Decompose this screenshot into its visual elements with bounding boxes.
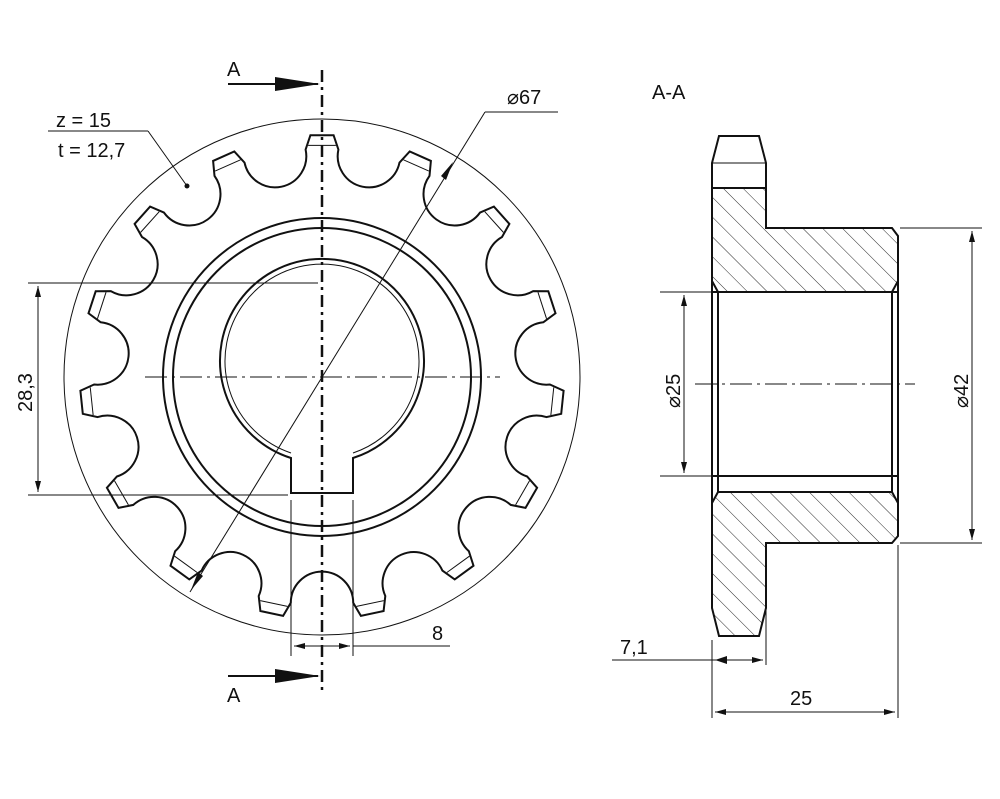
- section-label-bottom: A: [227, 685, 241, 707]
- tooth-tip-line: [446, 555, 470, 573]
- tooth-tip-line: [403, 159, 430, 172]
- outer-diameter-label: ⌀67: [507, 87, 541, 109]
- tooth-tip-line: [89, 387, 94, 416]
- tooth-tip-line: [260, 600, 288, 607]
- section-bore: [711, 281, 899, 503]
- flange-width-label: 7,1: [620, 637, 648, 659]
- section-upper-material: [711, 187, 899, 293]
- tooth-tip-line: [550, 387, 555, 416]
- sprocket-teeth-outline: [79, 134, 565, 618]
- bore-with-keyway: [219, 257, 425, 494]
- tooth-tips: [89, 144, 555, 607]
- keyway-width-label: 8: [432, 623, 443, 645]
- outer-diameter-circle: [63, 118, 581, 636]
- front-view: A A z = 15 t = 12,7 ⌀67 28,3 8: [15, 59, 581, 707]
- tooth-tip-line: [515, 480, 530, 506]
- tooth-tip-line: [537, 292, 548, 319]
- section-tooth-top: [711, 135, 767, 188]
- bore-diameter-label: ⌀25: [663, 374, 685, 408]
- keyway-depth-label: 28,3: [15, 373, 37, 412]
- hub-diameter-label: ⌀42: [951, 374, 973, 408]
- outer-diameter-dim-line: [189, 111, 486, 593]
- tooth-tip-line: [484, 211, 504, 233]
- tooth-tip-line: [140, 211, 160, 233]
- section-view: A-A ⌀25 ⌀42 7,1 25: [612, 82, 982, 718]
- tooth-tip-line: [114, 480, 129, 506]
- section-label-top: A: [227, 59, 241, 81]
- tooth-count-label: z = 15: [56, 110, 111, 132]
- hub-length-label: 25: [790, 688, 812, 710]
- tooth-tip-line: [214, 159, 241, 172]
- section-arrowhead-top: [275, 77, 320, 91]
- outer-diameter-arrow-b: [191, 572, 203, 590]
- section-lower-material: [711, 491, 899, 637]
- tooth-tip-line: [96, 292, 107, 319]
- tooth-tip-line: [356, 600, 384, 607]
- pitch-label: t = 12,7: [58, 140, 125, 162]
- tooth-tip-line: [174, 555, 198, 573]
- spec-leader-dot: [184, 183, 190, 189]
- spec-leader: [147, 130, 188, 187]
- flange-dim-arrow-left: [715, 656, 727, 664]
- section-arrowhead-bottom: [275, 669, 320, 683]
- outer-diameter-arrow-a: [441, 162, 453, 180]
- section-title: A-A: [652, 82, 686, 104]
